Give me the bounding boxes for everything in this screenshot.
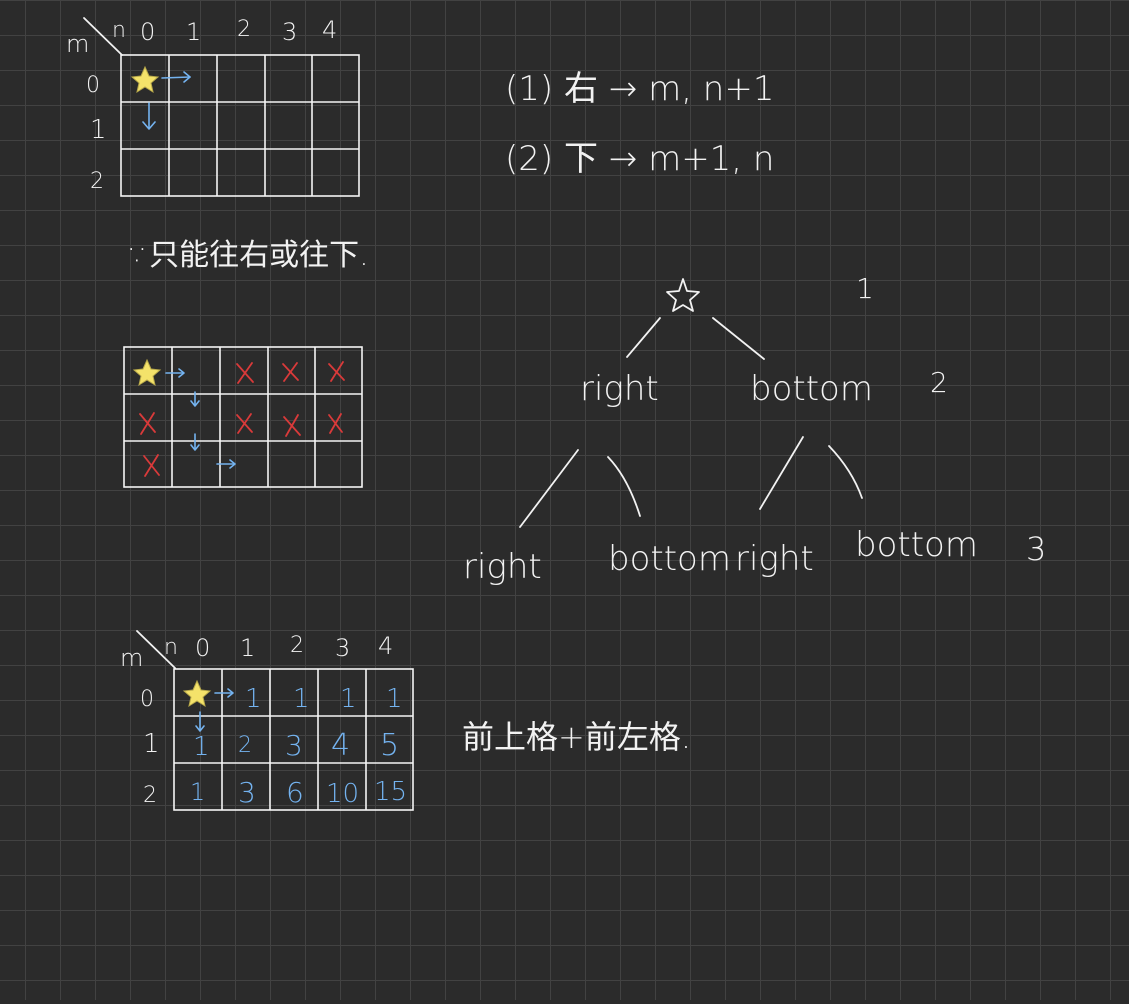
grid-3-cell: 3	[285, 729, 303, 762]
cross-mark-icon	[236, 362, 254, 384]
tree-edge	[828, 445, 863, 499]
tree-leaf-bottom-2: bottom	[855, 525, 978, 565]
grid-1-col-header-1: 1	[186, 18, 201, 46]
grid-3-cell: 15	[374, 777, 407, 807]
grid-1-corner-n: n	[112, 18, 126, 43]
grid-1-right-arrow-icon	[161, 71, 191, 83]
grid-3-row-header-2: 2	[143, 783, 157, 808]
grid-3-col-header-4: 4	[378, 632, 393, 660]
grid-2-crosses	[139, 361, 345, 477]
grid-2-path-arrows	[165, 368, 236, 469]
grid-1-corner-m: m	[66, 30, 89, 58]
tree-leaf-bottom-1: bottom	[608, 539, 731, 579]
cross-mark-icon	[236, 413, 253, 434]
grid-1-border	[120, 54, 360, 197]
grid-3-right-arrow-icon	[214, 688, 234, 698]
cross-mark-icon	[283, 414, 301, 437]
note-text: ∵只能往右或往下.	[130, 238, 369, 273]
grid-3-cell: 3	[238, 776, 256, 809]
grid-3-star-icon	[182, 679, 212, 708]
grid-1-corner-diagonal	[83, 17, 123, 56]
cross-mark-icon	[328, 413, 343, 434]
grid-3-cell: 1	[245, 684, 262, 714]
grid-1-down-arrow-icon	[142, 102, 156, 130]
tree-edge	[626, 317, 661, 358]
grid-1-star-icon	[130, 65, 160, 94]
grid-3-col-header-2: 2	[290, 633, 304, 658]
grid-1-col-header-4: 4	[322, 16, 337, 44]
rule-line-1: (1) 右 → m, n+1	[505, 69, 774, 109]
grid-3-cell: 5	[380, 728, 399, 763]
cross-mark-icon	[282, 362, 299, 382]
grid-3-cell: 1	[193, 732, 210, 762]
tree-level-number-2: 2	[930, 366, 948, 399]
grid-3-corner-diagonal	[136, 630, 176, 669]
grid-1-row-header-2: 2	[90, 169, 104, 194]
cross-mark-icon	[139, 412, 156, 435]
cross-mark-icon	[143, 454, 160, 477]
grid-3-col-header-1: 1	[240, 634, 255, 662]
grid-3-cell: 1	[190, 778, 205, 806]
grid-3-cell: 10	[326, 779, 359, 809]
grid-3-values: 1 1 1 1 1 2 3 4 5 1 3 6 10 15	[190, 684, 407, 809]
tree-node-bottom: bottom	[750, 369, 873, 409]
formula-text: 前上格+前左格.	[462, 718, 691, 756]
grid-1: m n 0 1 2 3 4 0 1 2	[66, 16, 360, 197]
grid-2-star-icon	[132, 358, 162, 387]
grid-3-row-header-0: 0	[140, 687, 154, 712]
rules: (1) 右 → m, n+1 (2) 下 → m+1, n	[505, 69, 774, 179]
grid-3-cell: 1	[386, 684, 403, 714]
grid-3-cell: 1	[340, 684, 357, 714]
tree-edge	[607, 456, 641, 517]
grid-3-down-arrow-icon	[195, 711, 205, 732]
grid-2-border	[123, 346, 363, 488]
decision-tree: 1 right bottom 2 right bottom right bott…	[463, 272, 1046, 587]
grid-1-row-header-1: 1	[90, 115, 107, 145]
tree-leaf-right-1: right	[463, 547, 542, 587]
grid-1-col-header-0: 0	[140, 18, 155, 46]
tree-level-number-3: 3	[1026, 530, 1046, 568]
grid-2	[123, 346, 363, 488]
grid-3-cell: 2	[238, 733, 252, 758]
tree-root-star-icon	[666, 278, 700, 312]
grid-3-corner-n: n	[164, 635, 178, 660]
grid-1-col-header-2: 2	[237, 17, 251, 42]
grid-1-row-header-0: 0	[86, 73, 100, 98]
rule-line-2: (2) 下 → m+1, n	[505, 139, 774, 179]
grid-3-cell: 1	[293, 684, 310, 714]
tree-edge	[759, 436, 804, 510]
tree-node-right: right	[580, 369, 659, 409]
grid-3-col-header-0: 0	[195, 634, 210, 662]
grid-3-cell: 6	[286, 776, 304, 809]
tree-level-number-1: 1	[856, 272, 874, 305]
grid-3-col-header-3: 3	[335, 634, 350, 662]
grid-1-col-header-3: 3	[282, 18, 297, 46]
tree-edge	[519, 449, 579, 528]
grid-3-cell: 4	[331, 728, 350, 763]
grid-3-row-header-1: 1	[143, 729, 160, 759]
tree-leaf-right-2: right	[735, 539, 814, 579]
tree-edge	[712, 317, 765, 360]
grid-3-corner-m: m	[120, 644, 143, 672]
grid-3-border	[173, 668, 414, 811]
grid-3: m n 0 1 2 3 4 0 1 2 1 1 1	[120, 630, 414, 811]
cross-mark-icon	[328, 361, 345, 382]
